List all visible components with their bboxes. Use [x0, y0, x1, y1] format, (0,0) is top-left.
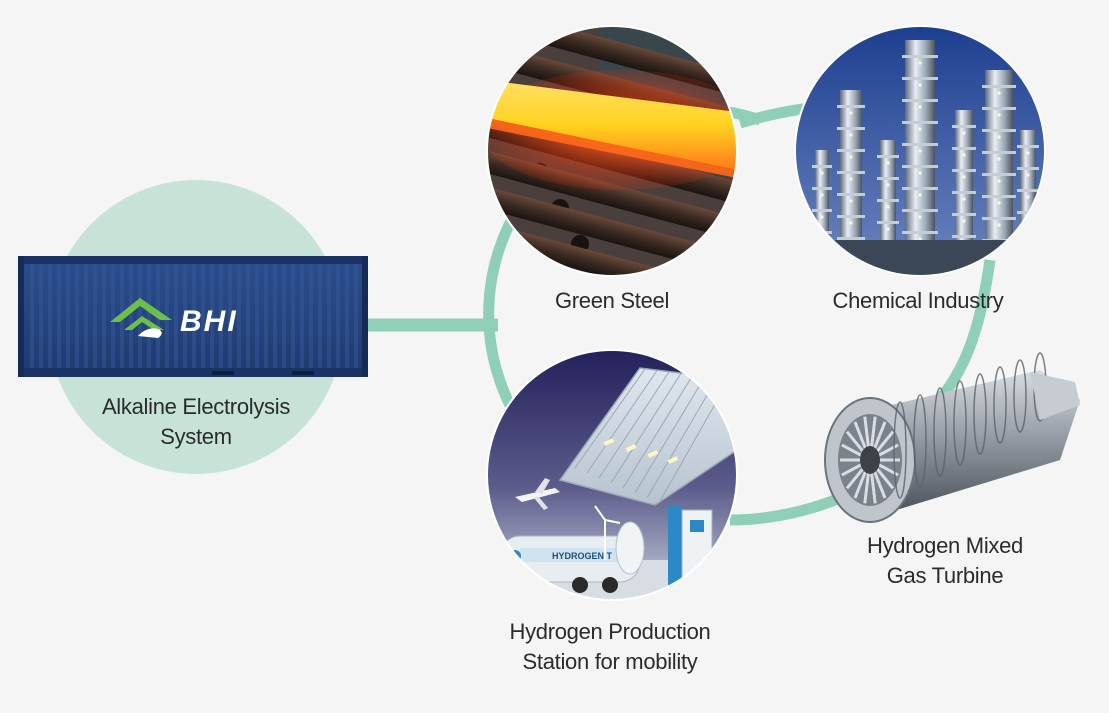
container-bottom-rail [18, 368, 368, 377]
chemical-industry-label-line1: Chemical Industry [832, 288, 1004, 313]
container-left-post [18, 256, 24, 377]
electrolysis-label-line1: Alkaline Electrolysis [101, 394, 291, 419]
electrolysis-container: BHI [18, 256, 368, 377]
turbine-label: Hydrogen Mixed Gas Turbine [835, 531, 1055, 591]
hydrogen-station-image: HYDROGEN T [486, 349, 738, 601]
turbine-label-line2: Gas Turbine [886, 563, 1004, 588]
station-label-line2: Station for mobility [522, 649, 698, 674]
chemical-industry-label: Chemical Industry [808, 286, 1028, 316]
station-label-line1: Hydrogen Production [509, 619, 711, 644]
green-steel-image [486, 25, 738, 277]
gas-turbine-image [824, 352, 1080, 523]
bhi-logo-text: BHI [180, 305, 238, 338]
truck-label: HYDROGEN T [552, 551, 613, 561]
electrolysis-label-line2: System [160, 424, 232, 449]
container-corrugation [30, 264, 358, 368]
green-steel-label: Green Steel [512, 286, 712, 316]
container-top-rail [18, 256, 368, 264]
turbine-label-line1: Hydrogen Mixed [867, 533, 1023, 558]
chemical-industry-image [794, 25, 1046, 277]
electrolysis-label: Alkaline Electrolysis System [46, 392, 346, 452]
container-fork-pocket-right [292, 371, 314, 375]
container-fork-pocket-left [212, 371, 234, 375]
station-label: Hydrogen Production Station for mobility [480, 617, 740, 677]
green-steel-label-line1: Green Steel [554, 288, 670, 313]
container-right-post [362, 256, 368, 377]
bhi-mark-icon [110, 298, 172, 338]
